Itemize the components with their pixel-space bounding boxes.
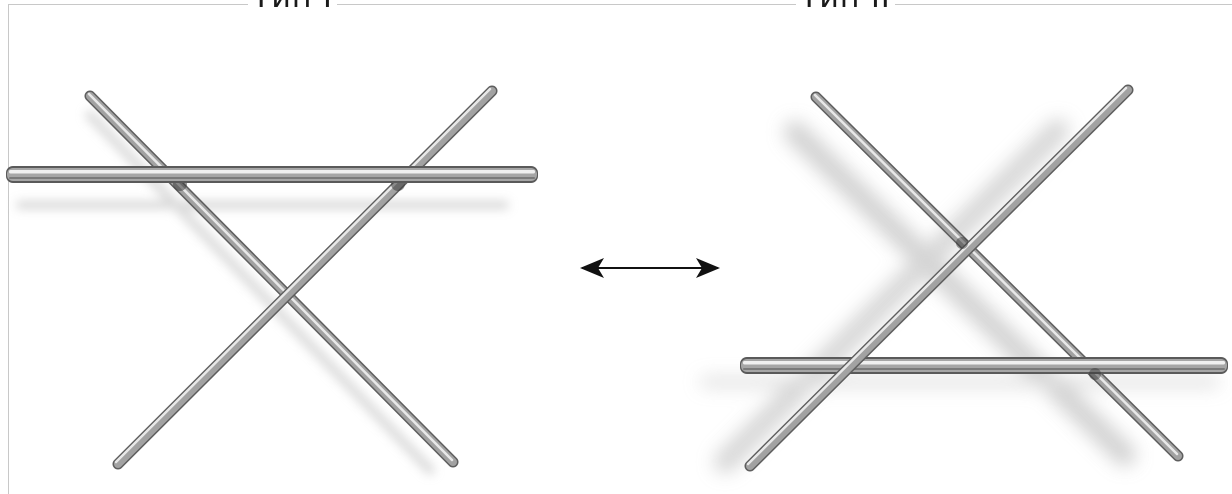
contact-shadow — [1089, 368, 1101, 380]
type-ii-shadows — [700, 119, 1220, 473]
label-type-i: Тип I — [248, 0, 337, 15]
type-ii-rod-horizontal — [740, 357, 1228, 374]
contact-shadow — [956, 237, 968, 249]
rising-rod-shadow — [714, 119, 1069, 473]
type-ii-rod-falling — [810, 91, 1184, 462]
type-i-rod-rising — [112, 85, 498, 470]
type-i-arrangement — [6, 85, 538, 475]
falling-rod-shadow — [784, 121, 1136, 466]
type-i-rod-falling — [84, 90, 459, 468]
type-ii-arrangement — [700, 84, 1228, 473]
type-i-rod-horizontal — [6, 166, 538, 183]
label-type-ii: Тип II — [796, 0, 895, 15]
figure-border — [8, 4, 1232, 494]
type-ii-rod-rising — [744, 84, 1134, 472]
